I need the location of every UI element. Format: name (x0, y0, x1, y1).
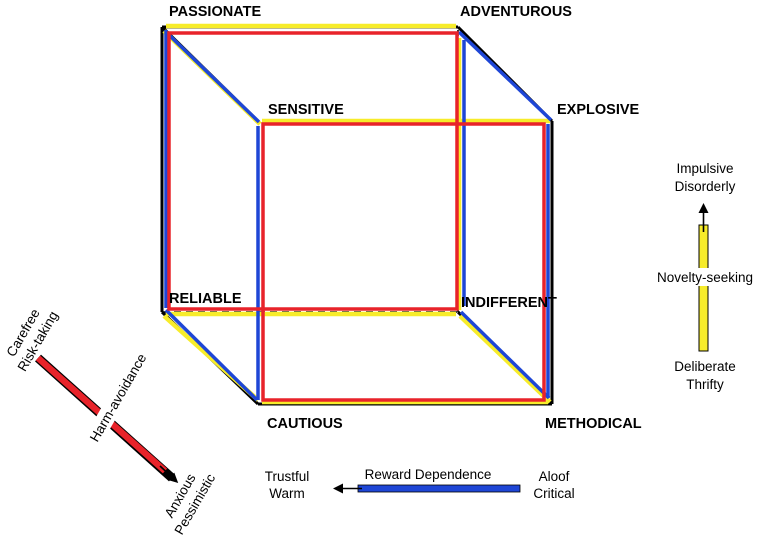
reward-axis-label: Reward Dependence (365, 467, 492, 482)
vertex-adventurous: ADVENTUROUS (460, 4, 572, 20)
reward-right-line1: Aloof (539, 469, 570, 484)
reward-right-line2: Critical (533, 486, 574, 501)
vertex-cautious: CAUTIOUS (267, 416, 343, 432)
vertex-methodical: METHODICAL (545, 416, 642, 432)
novelty-bottom-line1: Deliberate (674, 359, 736, 374)
reward-left-line2: Warm (269, 486, 305, 501)
novelty-bar (698, 224, 709, 352)
vertex-sensitive: SENSITIVE (268, 102, 344, 118)
reward-dependence-legend: Reward Dependence Trustful Warm Aloof Cr… (265, 466, 575, 501)
novelty-top-line1: Impulsive (676, 161, 733, 176)
harm-arrow (159, 465, 179, 484)
reward-label-bg (350, 466, 510, 484)
cube-red-edges (167, 31, 546, 402)
reward-bar (357, 484, 521, 493)
harm-label-bg (82, 346, 153, 449)
novelty-axis-label: Novelty-seeking (657, 270, 753, 285)
novelty-top-line2: Disorderly (675, 179, 736, 194)
vertex-labels: PASSIONATE ADVENTUROUS SENSITIVE EXPLOSI… (169, 4, 642, 432)
vertex-indifferent: INDIFFERENT (461, 295, 557, 311)
novelty-bottom-line2: Thrifty (686, 377, 724, 392)
cube-yellow-edges (162, 23, 552, 405)
vertex-passionate: PASSIONATE (169, 4, 261, 20)
novelty-label-bg (664, 268, 744, 286)
vertex-reliable: RELIABLE (169, 291, 242, 307)
reward-left-line1: Trustful (265, 469, 310, 484)
cube-blue-edges (164, 30, 553, 402)
cube (160, 23, 554, 406)
novelty-seeking-legend: Impulsive Disorderly Novelty-seeking Del… (657, 161, 753, 392)
vertex-explosive: EXPLOSIVE (557, 102, 640, 118)
